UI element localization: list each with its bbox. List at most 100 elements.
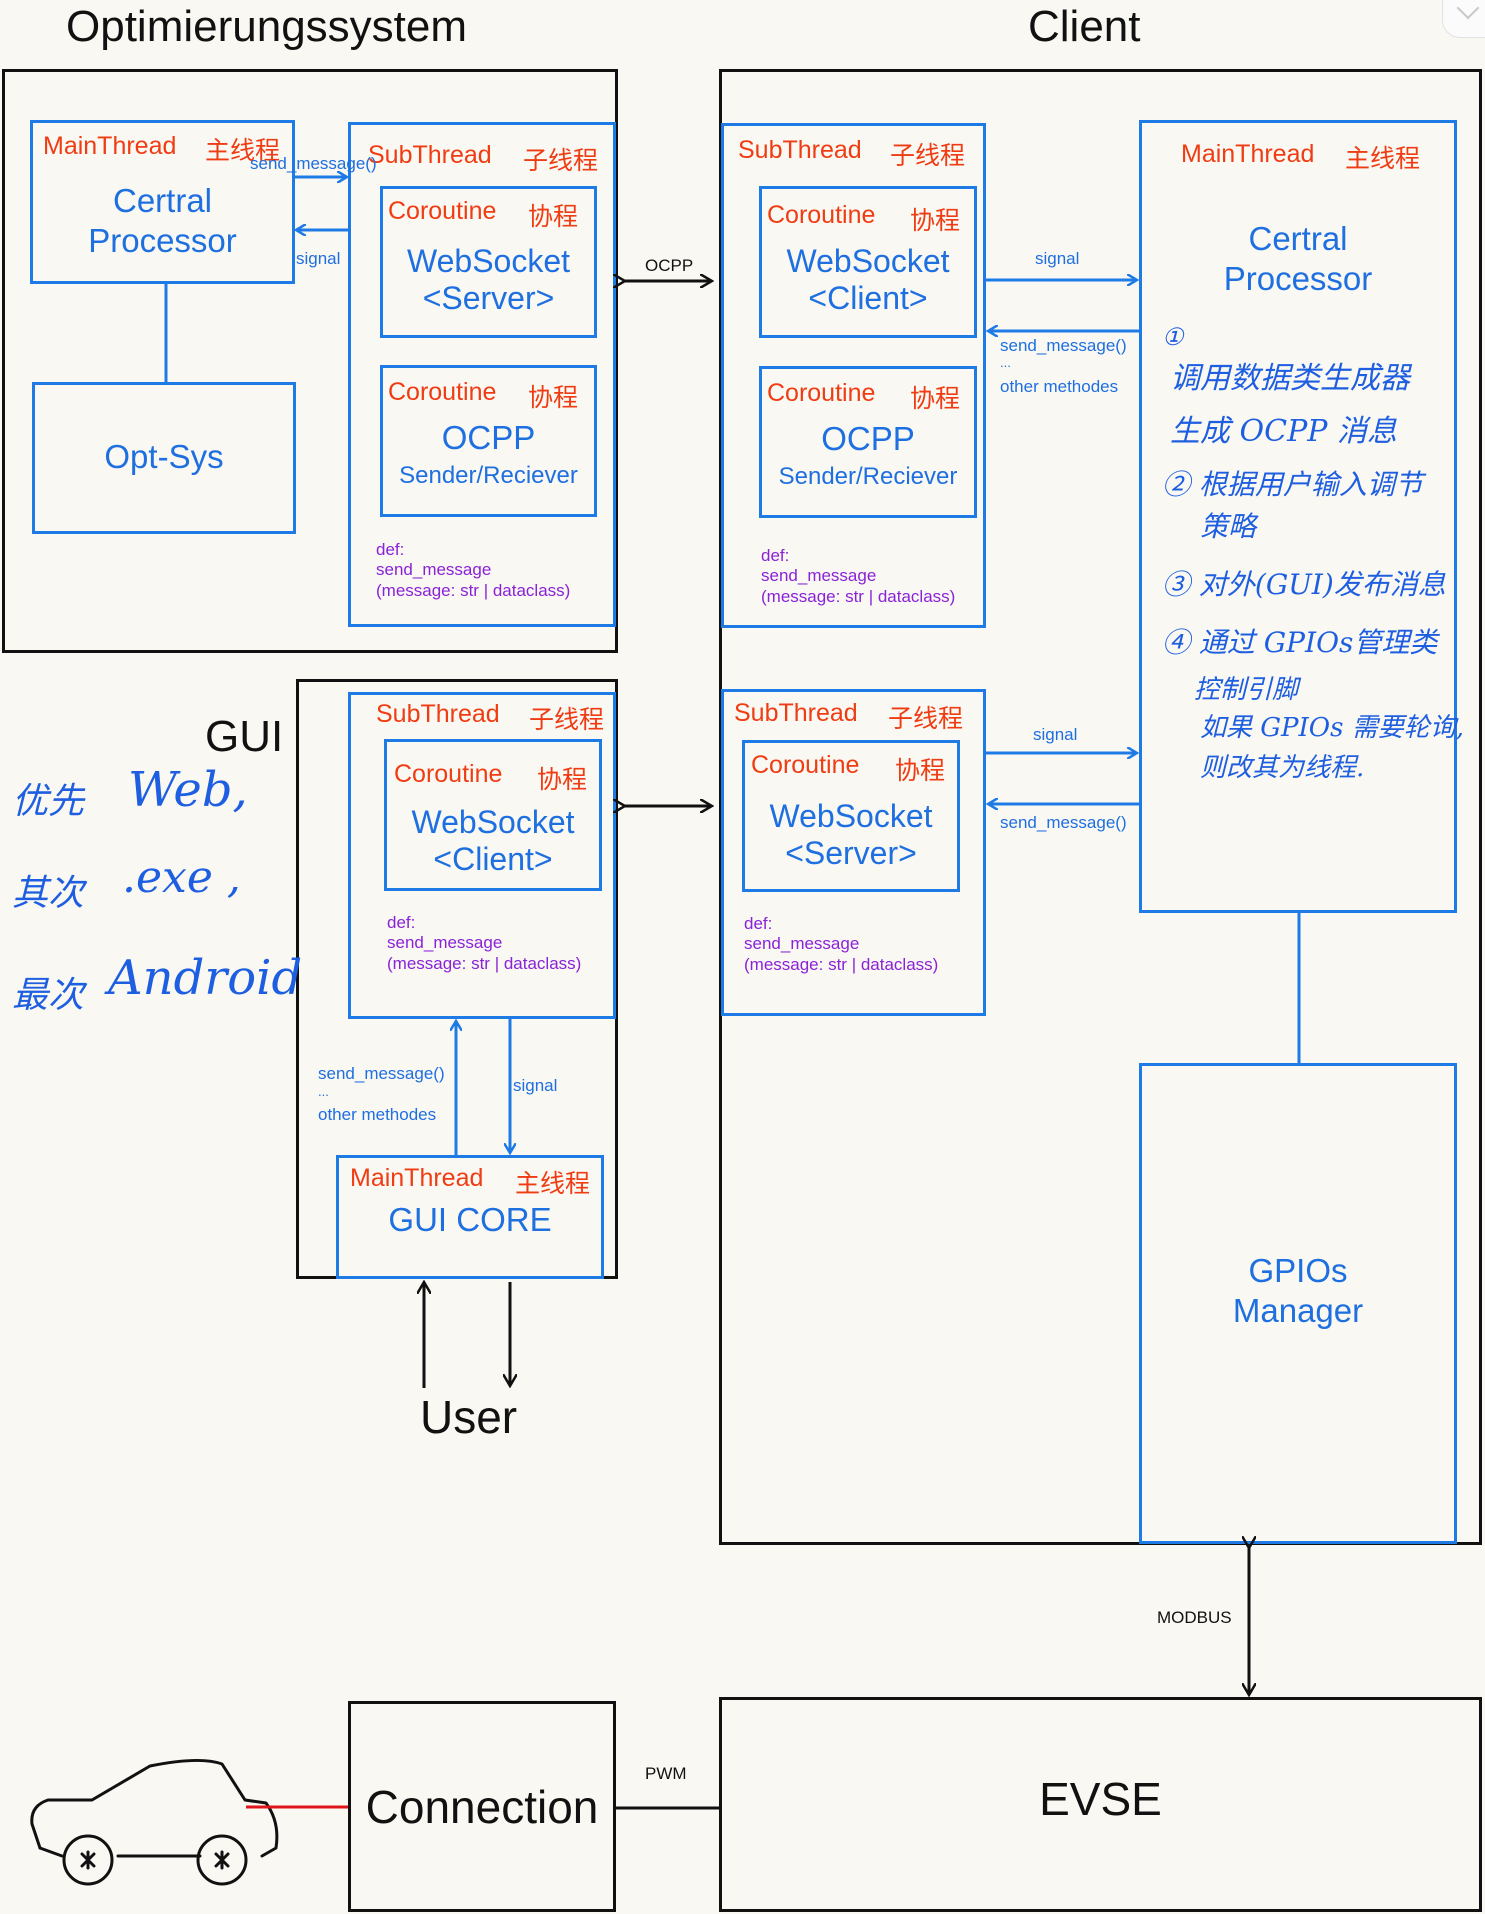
client-mid-coroutine-label: Coroutine bbox=[751, 751, 860, 779]
opt-sys-label: Opt-Sys bbox=[104, 438, 224, 475]
handwritten-line1-cn: 优先 bbox=[12, 781, 85, 822]
opt-coroutine-websocket-box: Coroutine 协程 WebSocket<Server> bbox=[380, 186, 597, 338]
gui-coroutine-box: Coroutine 协程 WebSocket<Client> bbox=[384, 739, 602, 891]
client-mid-websocket-server: WebSocket<Server> bbox=[769, 798, 933, 871]
client-box bbox=[719, 69, 1482, 1545]
client-mid-def-text: def:send_message(message: str | dataclas… bbox=[744, 914, 939, 974]
opt-signal-label: signal bbox=[296, 249, 341, 268]
handwritten-line1: Web, bbox=[128, 762, 248, 818]
client-ocpp-title: OCPP bbox=[821, 420, 915, 457]
handwritten-line3-cn: 最次 bbox=[12, 975, 85, 1016]
client-title: Client bbox=[1028, 2, 1141, 51]
client-top-signal-label: signal bbox=[1035, 249, 1080, 268]
client-sub-thread-top-cn: 子线程 bbox=[890, 142, 966, 170]
client-top-def-text: def:send_message(message: str | dataclas… bbox=[761, 546, 956, 606]
handwritten-line2: .exe , bbox=[122, 852, 241, 903]
gui-websocket-client: WebSocket<Client> bbox=[411, 804, 575, 877]
pwm-label: PWM bbox=[645, 1764, 687, 1783]
gui-signal-label: signal bbox=[513, 1076, 558, 1095]
opt-coroutine-label: Coroutine bbox=[388, 197, 497, 225]
client-note-4a: ④ 通过 GPIOs管理类 bbox=[1162, 626, 1438, 659]
connection-label: Connection bbox=[365, 1781, 599, 1833]
opt-coroutine2-cn: 协程 bbox=[528, 384, 579, 412]
user-label: User bbox=[420, 1391, 518, 1443]
gui-title: GUI bbox=[205, 712, 284, 761]
opt-coroutine-cn: 协程 bbox=[528, 203, 579, 231]
evse-label: EVSE bbox=[1039, 1773, 1162, 1825]
window-corner-fragment bbox=[1442, 0, 1485, 38]
client-coroutine-ocpp-box: Coroutine 协程 OCPP Sender/Reciever bbox=[759, 366, 977, 518]
client-mid-send-message-label: send_message() bbox=[1000, 813, 1127, 832]
client-mid-signal-label: signal bbox=[1033, 725, 1078, 744]
gui-coroutine-cn: 协程 bbox=[537, 766, 588, 794]
client-sub-thread-mid-label: SubThread bbox=[734, 699, 858, 727]
client-coroutine-label: Coroutine bbox=[767, 201, 876, 229]
client-note-1a: 调用数据类生成器 bbox=[1170, 361, 1410, 396]
opt-send-message-label: send_message() bbox=[250, 154, 377, 173]
client-top-dots: ... bbox=[1000, 355, 1011, 370]
car-icon bbox=[30, 1758, 279, 1886]
optimization-system-title: Optimierungssystem bbox=[66, 2, 468, 51]
client-sub-thread-top-label: SubThread bbox=[738, 136, 862, 164]
gui-coroutine-label: Coroutine bbox=[394, 760, 503, 788]
client-websocket-client: WebSocket<Client> bbox=[786, 243, 950, 316]
client-coroutine2-cn: 协程 bbox=[910, 385, 961, 413]
client-main-thread-label: MainThread bbox=[1181, 140, 1315, 168]
gui-send-message-label: send_message() bbox=[318, 1064, 445, 1083]
gui-core-label: GUI CORE bbox=[388, 1201, 552, 1238]
connection-box: Connection bbox=[348, 1701, 616, 1912]
client-note-4c: 如果 GPIOs 需要轮询, bbox=[1200, 713, 1464, 743]
gui-main-thread-label: MainThread bbox=[350, 1164, 484, 1192]
client-mid-coroutine-box: Coroutine 协程 WebSocket<Server> bbox=[742, 740, 960, 892]
opt-main-thread-label: MainThread bbox=[43, 132, 177, 160]
client-coroutine-websocket-box: Coroutine 协程 WebSocket<Client> bbox=[759, 186, 977, 338]
modbus-label: MODBUS bbox=[1157, 1608, 1232, 1627]
gui-sub-thread-label: SubThread bbox=[376, 700, 500, 728]
gui-sub-thread-box: SubThread 子线程 def:send_message(message: … bbox=[348, 692, 616, 1019]
handwritten-line3: Android bbox=[108, 950, 303, 1006]
opt-ocpp-title: OCPP bbox=[441, 419, 536, 456]
handwritten-line2-cn: 其次 bbox=[12, 873, 85, 914]
client-note-1-marker: ① bbox=[1162, 323, 1184, 351]
client-note-3: ③ 对外(GUI)发布消息 bbox=[1162, 568, 1446, 601]
opt-sub-thread-label: SubThread bbox=[368, 141, 492, 169]
opt-sub-thread-cn: 子线程 bbox=[523, 147, 599, 175]
client-ocpp-sub: Sender/Reciever bbox=[778, 463, 958, 490]
client-coroutine-cn: 协程 bbox=[910, 207, 961, 235]
gui-main-thread-cn: 主线程 bbox=[515, 1170, 591, 1198]
client-sub-thread-mid-box: SubThread 子线程 def:send_message(message: … bbox=[721, 689, 986, 1016]
client-mid-coroutine-cn: 协程 bbox=[895, 757, 946, 785]
evse-box: EVSE bbox=[719, 1697, 1482, 1912]
gui-other-label: other methodes bbox=[318, 1105, 437, 1124]
client-note-4d: 则改其为线程. bbox=[1200, 753, 1365, 783]
gui-sub-thread-cn: 子线程 bbox=[529, 706, 605, 734]
client-main-thread-cn: 主线程 bbox=[1345, 145, 1421, 173]
client-sub-thread-top-box: SubThread 子线程 def:send_message(message: … bbox=[721, 123, 986, 628]
client-note-2a: ② 根据用户输入调节 bbox=[1162, 468, 1423, 501]
optimization-system-box bbox=[2, 69, 618, 653]
opt-def-text: def:send_message(message: str | dataclas… bbox=[376, 540, 571, 600]
client-top-send-message-label: send_message() bbox=[1000, 336, 1127, 355]
client-note-4b: 控制引脚 bbox=[1194, 675, 1299, 705]
opt-websocket-server: WebSocket<Server> bbox=[406, 243, 571, 316]
gui-dots: ... bbox=[318, 1084, 329, 1099]
client-note-1b: 生成 OCPP 消息 bbox=[1170, 414, 1397, 449]
ocpp-link-label: OCPP bbox=[645, 256, 694, 275]
client-sub-thread-mid-cn: 子线程 bbox=[888, 705, 964, 733]
gui-main-thread-box: MainThread 主线程 GUI CORE bbox=[336, 1155, 604, 1279]
opt-ocpp-sub: Sender/Reciever bbox=[399, 462, 578, 489]
gui-def-text: def:send_message(message: str | dataclas… bbox=[387, 913, 582, 973]
opt-main-thread-cn: 主线程 bbox=[205, 137, 281, 165]
opt-coroutine-ocpp-box: Coroutine 协程 OCPP Sender/Reciever bbox=[380, 365, 597, 517]
client-coroutine2-label: Coroutine bbox=[767, 379, 876, 407]
client-note-2b: 策略 bbox=[1200, 510, 1257, 543]
opt-sub-thread-box: SubThread 子线程 def:send_message(message: … bbox=[348, 122, 616, 627]
client-top-other-label: other methodes bbox=[1000, 377, 1119, 396]
